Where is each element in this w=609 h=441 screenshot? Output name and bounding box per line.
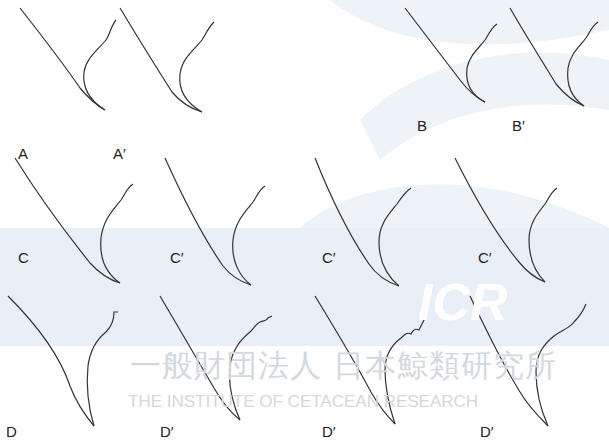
watermark-text: THE INSTITUTE OF CETACEAN RESEARCH	[128, 393, 478, 410]
figure-label: C′	[322, 250, 336, 265]
watermark-text: 一般財団法人 日本鯨類研究所	[130, 350, 557, 381]
figure-label: B	[417, 118, 427, 133]
figure-label: C′	[170, 250, 184, 265]
watermark-logo: ICR	[418, 276, 508, 328]
figure-label: D′	[480, 424, 494, 439]
figure-label: A	[18, 146, 28, 161]
figure-label: D	[6, 424, 17, 439]
figure-label: B′	[512, 118, 525, 133]
figure-label: D′	[322, 424, 336, 439]
figure-label: A′	[113, 146, 126, 161]
figure-label: C′	[478, 250, 492, 265]
figure-label: D′	[160, 424, 174, 439]
figure-label: C	[18, 250, 29, 265]
